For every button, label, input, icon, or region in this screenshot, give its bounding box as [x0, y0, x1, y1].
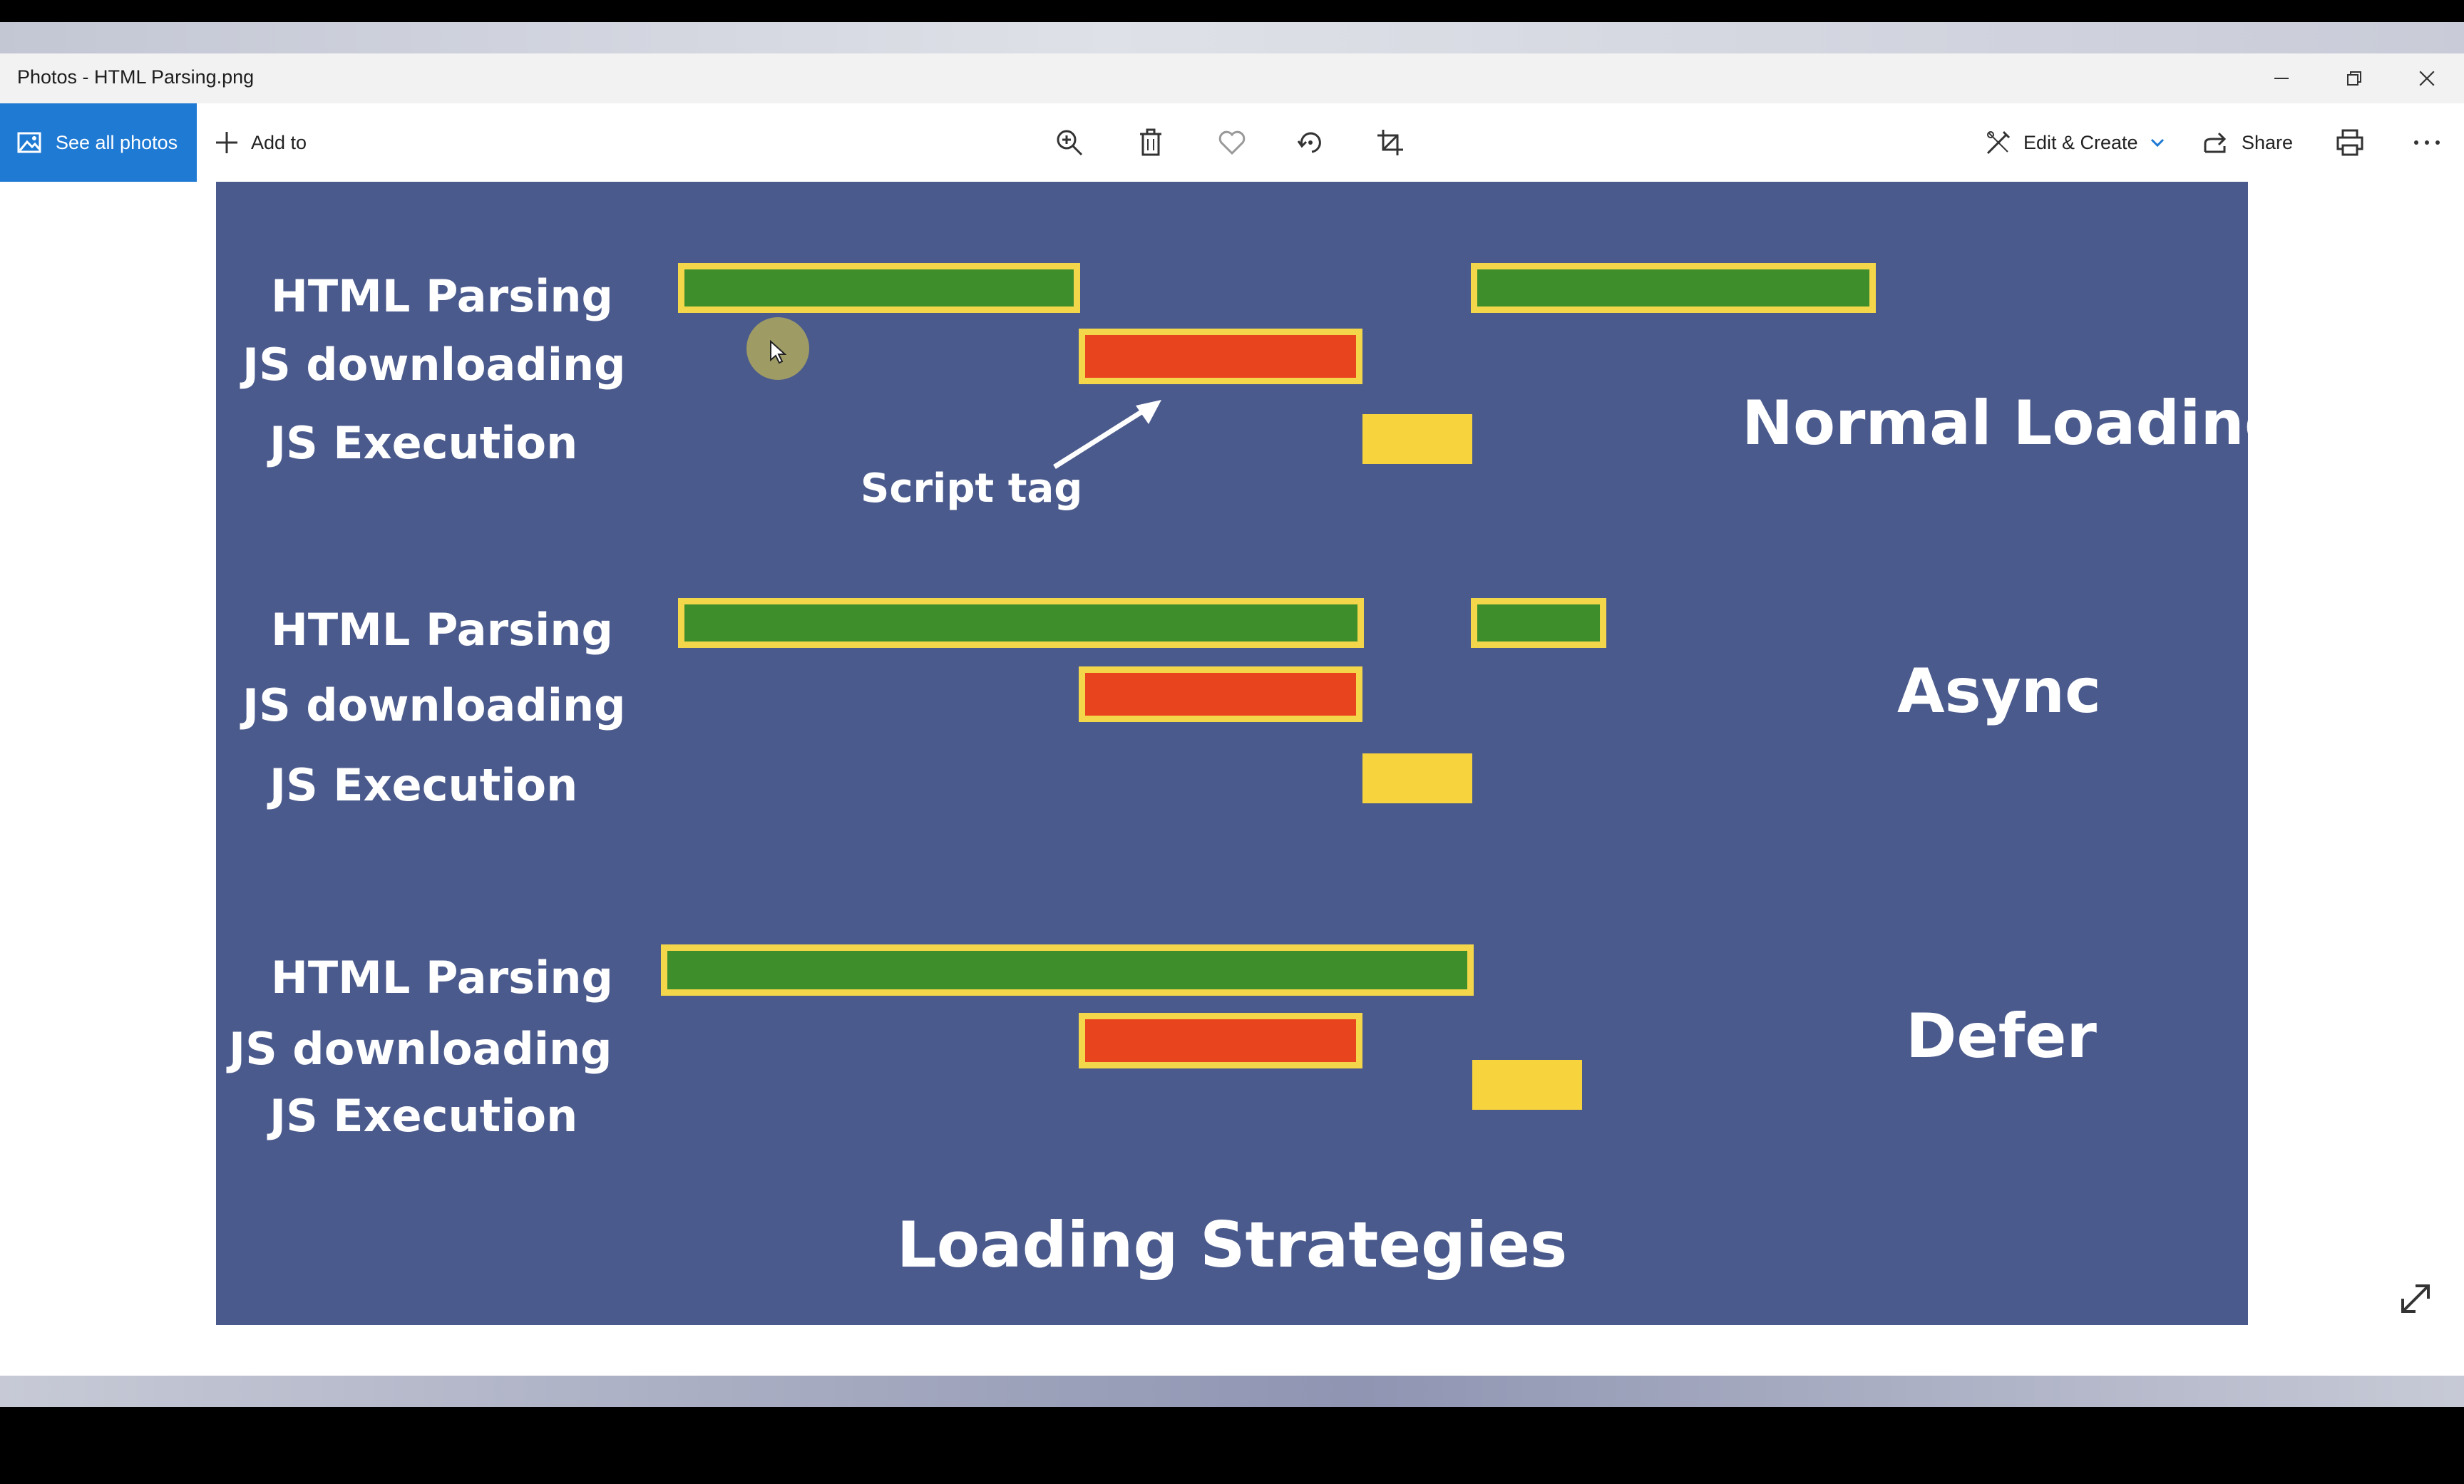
js-downloading-bar [1079, 666, 1362, 722]
html-parsing-bar [1471, 263, 1876, 313]
row-label-js-execution: JS Execution [270, 1090, 578, 1142]
title-bar: Photos - HTML Parsing.png [0, 53, 2464, 103]
row-label-html-parsing: HTML Parsing [271, 952, 613, 1004]
js-downloading-bar [1079, 329, 1362, 384]
mode-label-defer: Defer [1906, 1001, 2097, 1072]
row-label-js-downloading: JS downloading [242, 679, 626, 731]
toolbar: See all photos Add to [0, 103, 2464, 182]
see-all-photos-button[interactable]: See all photos [0, 103, 197, 182]
row-label-js-execution: JS Execution [270, 759, 578, 811]
chevron-down-icon [2150, 138, 2165, 148]
restore-button[interactable] [2319, 53, 2390, 103]
edit-create-label: Edit & Create [2023, 131, 2138, 153]
close-button[interactable] [2391, 53, 2463, 103]
share-button[interactable]: Share [2203, 103, 2293, 182]
script-tag-arrow-icon [1053, 400, 1161, 469]
edit-create-icon [1985, 129, 2012, 156]
close-icon [2419, 71, 2435, 86]
crop-icon [1376, 128, 1405, 157]
more-options-button[interactable] [2413, 103, 2441, 182]
print-button[interactable] [2336, 103, 2364, 182]
top-black-bar [0, 0, 2464, 22]
row-label-js-execution: JS Execution [270, 417, 578, 469]
add-to-label: Add to [251, 131, 307, 153]
mode-label-async: Async [1897, 656, 2102, 727]
bottom-desktop-band [0, 1376, 2464, 1407]
share-label: Share [2242, 131, 2294, 153]
rotate-button[interactable] [1296, 103, 1325, 182]
js-execution-bar [1362, 753, 1472, 803]
fullscreen-button[interactable] [2394, 1277, 2437, 1320]
photos-window: Photos - HTML Parsing.png See all photos… [0, 53, 2464, 1376]
more-icon [2413, 139, 2441, 146]
rotate-icon [1296, 128, 1325, 157]
js-execution-bar [1362, 414, 1472, 464]
script-tag-caption: Script tag [861, 465, 1083, 512]
bottom-black-bar [0, 1407, 2464, 1484]
see-all-photos-label: See all photos [56, 131, 178, 153]
photo-canvas: HTML Parsing JS downloading JS Execution… [216, 182, 2288, 1325]
minimize-button[interactable] [2246, 53, 2317, 103]
row-label-js-downloading: JS downloading [242, 339, 626, 391]
delete-button[interactable] [1138, 103, 1164, 182]
top-desktop-band [0, 22, 2464, 53]
plus-icon [214, 130, 240, 155]
photos-icon [17, 130, 41, 155]
edit-create-button[interactable]: Edit & Create [1985, 103, 2165, 182]
zoom-button[interactable] [1055, 103, 1084, 182]
expand-icon [2401, 1284, 2430, 1313]
crop-button[interactable] [1376, 103, 1405, 182]
html-parsing-bar [661, 944, 1474, 996]
html-parsing-bar [678, 598, 1364, 648]
slide-title: Loading Strategies [896, 1208, 1568, 1282]
js-execution-bar [1472, 1060, 1582, 1110]
zoom-in-icon [1055, 128, 1084, 157]
minimize-icon [2274, 78, 2289, 79]
mode-label-normal-loading: Normal Loading [1742, 388, 2289, 459]
row-label-html-parsing: HTML Parsing [271, 270, 613, 322]
row-label-js-downloading: JS downloading [229, 1023, 612, 1075]
restore-icon [2347, 71, 2361, 86]
mouse-pointer-icon [770, 340, 786, 364]
window-title: Photos - HTML Parsing.png [17, 66, 255, 88]
heart-icon [1218, 130, 1246, 155]
js-downloading-bar [1079, 1013, 1362, 1068]
html-parsing-bar [678, 263, 1080, 313]
add-to-button[interactable]: Add to [214, 103, 307, 182]
favorite-button[interactable] [1218, 103, 1246, 182]
html-parsing-bar [1471, 598, 1606, 648]
trash-icon [1138, 128, 1164, 157]
row-label-html-parsing: HTML Parsing [271, 604, 613, 656]
share-icon [2203, 130, 2230, 155]
printer-icon [2336, 128, 2364, 157]
